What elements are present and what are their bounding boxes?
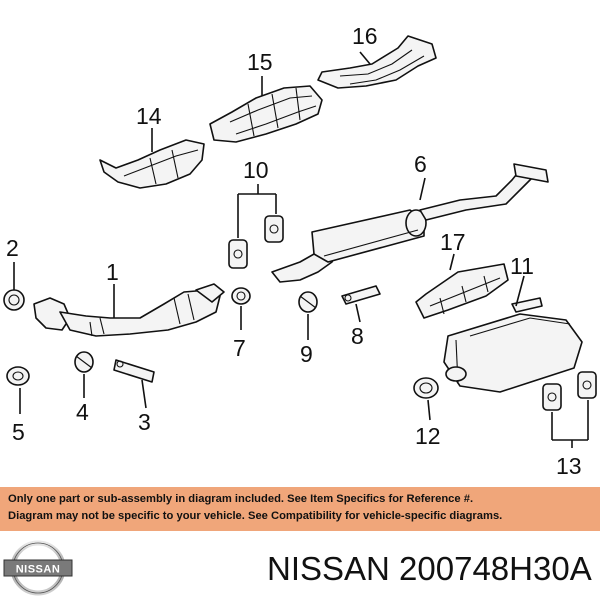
notice-line-1: Only one part or sub-assembly in diagram… — [8, 493, 474, 505]
part-number-label: NISSAN 200748H30A — [267, 550, 592, 587]
callout-11: 11 — [510, 253, 534, 279]
callout-1: 1 — [106, 259, 119, 285]
part-5-gasket — [6, 366, 30, 386]
part-13-hangers — [542, 371, 597, 411]
nissan-logo-icon: NISSAN — [3, 540, 73, 596]
callout-9: 9 — [300, 341, 313, 367]
part-3-bolt — [113, 359, 155, 383]
callout-2: 2 — [6, 235, 19, 261]
part-12-gasket — [413, 377, 439, 399]
part-16-heat-shield — [317, 35, 437, 89]
callout-7: 7 — [233, 335, 246, 361]
callout-12: 12 — [415, 423, 441, 449]
part-9-clamp — [298, 291, 318, 313]
part-17-insulator — [415, 263, 509, 319]
part-7-gasket — [231, 287, 251, 305]
notice-line-2: Diagram may not be specific to your vehi… — [8, 510, 503, 522]
callout-6: 6 — [414, 151, 427, 177]
part-11-main-muffler — [443, 297, 583, 393]
callout-3: 3 — [138, 409, 151, 435]
part-4-nut — [74, 351, 94, 373]
callout-15: 15 — [247, 49, 273, 75]
exhaust-system-diagram: 16 15 14 10 6 17 11 2 1 7 9 8 5 4 3 12 1… — [3, 23, 597, 479]
callout-16: 16 — [352, 23, 378, 49]
callout-4: 4 — [76, 399, 89, 425]
callout-labels: 16 15 14 10 6 17 11 2 1 7 9 8 5 4 3 12 1… — [6, 23, 582, 479]
part-1-front-pipe — [33, 283, 225, 337]
callout-10: 10 — [243, 157, 269, 183]
part-14-heat-shield — [99, 139, 205, 189]
part-10-hangers — [228, 215, 284, 269]
part-2-gasket — [3, 289, 25, 311]
leader-lines — [13, 51, 589, 448]
callout-8: 8 — [351, 323, 364, 349]
part-15-heat-shield — [209, 85, 323, 143]
logo-wordmark: NISSAN — [16, 564, 61, 576]
callout-5: 5 — [12, 419, 25, 445]
callout-14: 14 — [136, 103, 162, 129]
part-6-center-muffler — [271, 163, 549, 283]
callout-17: 17 — [440, 229, 466, 255]
callout-13: 13 — [556, 453, 582, 479]
part-8-bolt — [341, 285, 381, 305]
compatibility-notice: Only one part or sub-assembly in diagram… — [0, 487, 600, 531]
